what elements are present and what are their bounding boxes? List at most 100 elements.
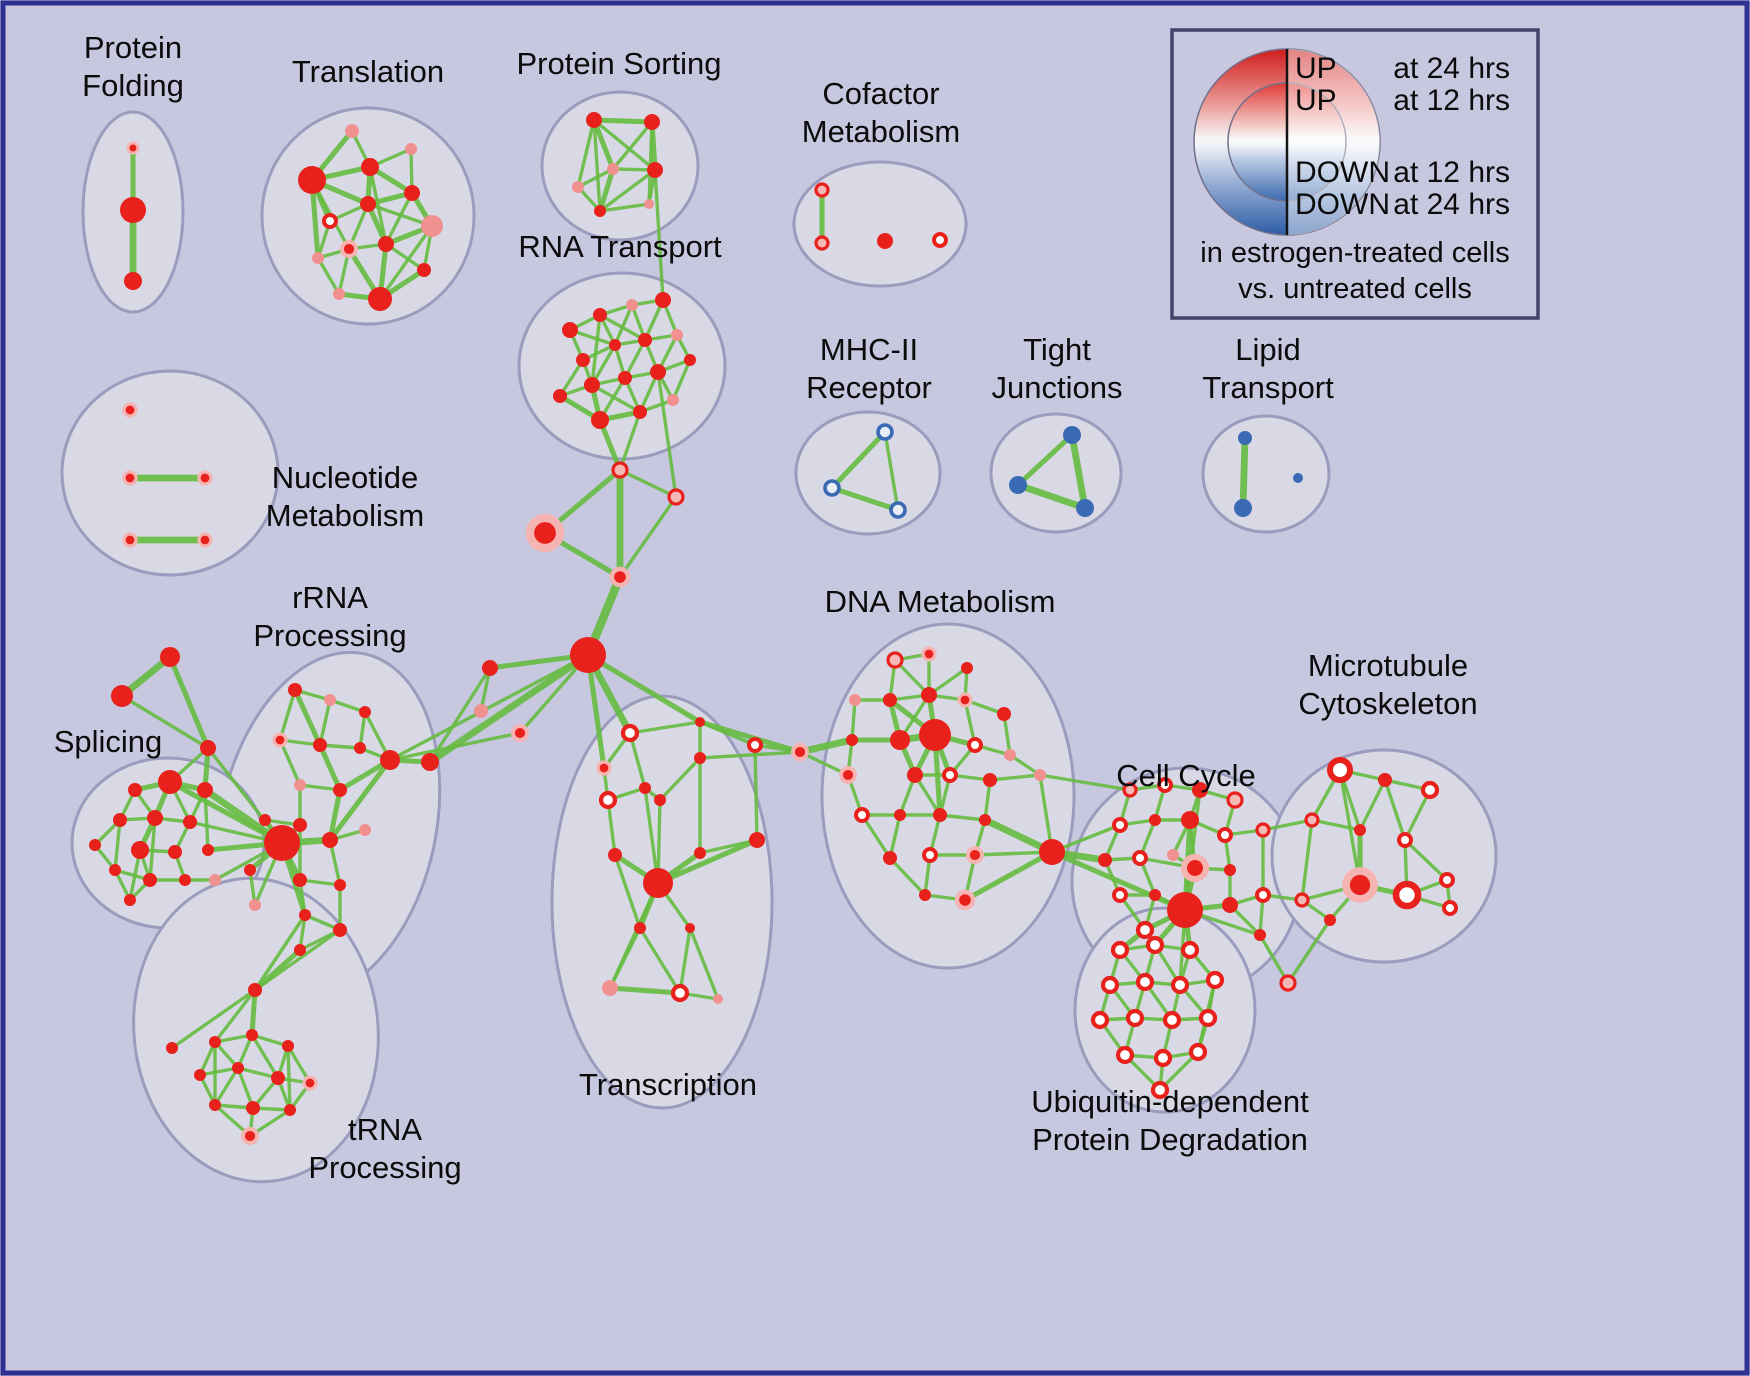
gene-node-rw <box>1135 972 1155 992</box>
cluster-ellipse-mhc-ii-receptor <box>794 410 942 536</box>
gene-node-rw <box>1420 780 1440 800</box>
network-edge <box>962 849 1055 903</box>
legend-footer-line: vs. untreated cells <box>1238 273 1472 305</box>
gene-node-r <box>638 333 652 347</box>
gene-node-b <box>1009 476 1027 494</box>
cluster-label-line: Lipid <box>1235 332 1301 367</box>
network-edge <box>1383 778 1407 842</box>
gene-node-rw <box>1327 757 1353 783</box>
cluster-label-line: Protein Degradation <box>1032 1122 1308 1157</box>
gene-node-rp <box>1255 822 1271 838</box>
network-edge <box>883 430 900 512</box>
network-edge <box>623 338 647 380</box>
network-edge <box>618 468 678 499</box>
gene-node-r <box>360 196 376 212</box>
cluster-label-rna-transport: RNA Transport <box>518 229 722 264</box>
network-edge <box>249 987 258 1038</box>
gene-node-p <box>359 824 371 836</box>
gene-node-r <box>1192 782 1208 798</box>
gene-node-rw <box>1090 1010 1110 1030</box>
network-edge <box>316 256 341 296</box>
gene-node-r <box>158 770 182 794</box>
gene-node-r <box>482 660 498 676</box>
gene-node-r <box>417 263 431 277</box>
gene-node-r <box>650 364 666 380</box>
gene-node-hp <box>596 760 612 776</box>
gene-node-r <box>89 839 101 851</box>
legend-direction-label: DOWN <box>1295 188 1390 221</box>
network-edge <box>597 166 616 214</box>
legend-right-half-fade <box>1287 49 1380 235</box>
gene-node-rp <box>611 461 629 479</box>
network-edge <box>1014 481 1089 512</box>
gene-node-rw <box>932 232 948 248</box>
gene-node-p <box>667 394 679 406</box>
gene-node-bw <box>876 423 894 441</box>
gene-node-r <box>961 662 973 674</box>
cluster-label-line: Splicing <box>54 724 163 759</box>
network-edge <box>585 652 703 725</box>
gene-node-rw <box>1145 935 1165 955</box>
cluster-label-line: Metabolism <box>802 114 961 149</box>
gene-node-p <box>607 163 619 175</box>
gene-node-r <box>553 389 567 403</box>
cluster-label-line: Tight <box>1023 332 1091 367</box>
cluster-ellipse-nucleotide-metabolism <box>60 369 280 577</box>
network-edge <box>1403 788 1432 842</box>
gene-node-r <box>232 1062 244 1074</box>
network-edge <box>206 746 284 845</box>
network-edge <box>576 118 596 189</box>
gene-node-b <box>1293 473 1303 483</box>
gene-node-r <box>143 873 157 887</box>
gene-node-rp <box>1294 892 1310 908</box>
gene-node-hp <box>957 692 973 708</box>
gene-node-r <box>166 1042 178 1054</box>
cluster-label-dna-metabolism: DNA Metabolism <box>825 584 1056 619</box>
gene-node-rw <box>322 213 338 229</box>
cluster-label-line: DNA Metabolism <box>825 584 1056 619</box>
network-edge <box>278 738 302 787</box>
gene-node-r <box>846 734 858 746</box>
cluster-label-line: Translation <box>292 54 444 89</box>
network-edge <box>688 926 720 1001</box>
legend-direction-label: UP <box>1295 84 1337 117</box>
network-edge <box>1300 818 1314 902</box>
cluster-ellipse-trna-processing <box>132 876 380 1184</box>
gene-node-r <box>694 752 706 764</box>
network-edge <box>598 168 657 213</box>
network-edge <box>628 731 647 790</box>
gene-node-r <box>694 847 706 859</box>
gene-node-r <box>354 742 366 754</box>
gene-node-r <box>109 864 121 876</box>
gene-node-r <box>284 1104 296 1116</box>
gene-node-rw <box>1439 872 1455 888</box>
cluster-label-line: Junctions <box>992 370 1123 405</box>
cluster-ellipse-protein-sorting <box>540 90 700 242</box>
network-edge <box>608 926 642 990</box>
network-edge <box>592 118 602 213</box>
network-edge <box>1008 753 1042 777</box>
gene-node-rw <box>922 847 938 863</box>
cluster-label-cell-cycle: Cell Cycle <box>1116 758 1256 793</box>
cluster-label-transcription: Transcription <box>579 1067 757 1102</box>
cluster-label-line: Cofactor <box>822 76 939 111</box>
gene-node-hp <box>197 470 213 486</box>
network-edge <box>678 926 692 995</box>
gene-node-rw <box>620 723 640 743</box>
gene-node-r <box>361 158 379 176</box>
gene-node-p <box>1167 849 1179 861</box>
network-edge <box>618 410 642 472</box>
gene-node-r <box>160 647 180 667</box>
network-edge <box>1038 773 1132 792</box>
cluster-ellipse-microtubule-cytoskeleton <box>1270 748 1498 964</box>
network-edge <box>388 653 590 762</box>
gene-node-b <box>1076 499 1094 517</box>
gene-node-r <box>877 233 893 249</box>
gene-node-rp <box>814 182 830 198</box>
gene-node-r <box>570 637 606 673</box>
gene-node-p <box>626 299 638 311</box>
